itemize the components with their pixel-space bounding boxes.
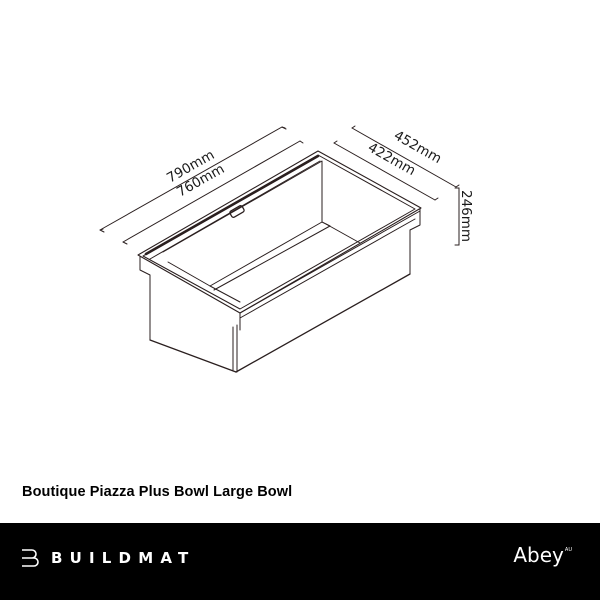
abey-region-mark: AU bbox=[564, 547, 572, 553]
label-depth: 246mm bbox=[458, 190, 474, 242]
sink-inner-bowl bbox=[162, 160, 361, 303]
footer-bar: BUILDMAT AbeyAU bbox=[0, 523, 600, 600]
abey-wordmark: Abey bbox=[513, 543, 564, 567]
dimension-line-outer-length bbox=[99, 126, 287, 233]
dimension-line-depth bbox=[454, 187, 460, 246]
buildmat-logo: BUILDMAT bbox=[20, 549, 195, 567]
dimension-line-inner-width bbox=[333, 140, 439, 201]
buildmat-wordmark: BUILDMAT bbox=[51, 549, 196, 567]
product-title: Boutique Piazza Plus Bowl Large Bowl bbox=[22, 484, 293, 500]
dimension-line-outer-width bbox=[351, 125, 460, 188]
abey-logo: AbeyAU bbox=[513, 543, 572, 567]
buildmat-b-icon bbox=[22, 549, 39, 567]
sink-technical-drawing: 790mm 760mm 452mm 422mm 246mm bbox=[99, 125, 474, 373]
dimension-line-inner-length bbox=[122, 140, 304, 245]
overflow-slot-icon bbox=[229, 205, 245, 218]
sink-body bbox=[139, 208, 421, 373]
